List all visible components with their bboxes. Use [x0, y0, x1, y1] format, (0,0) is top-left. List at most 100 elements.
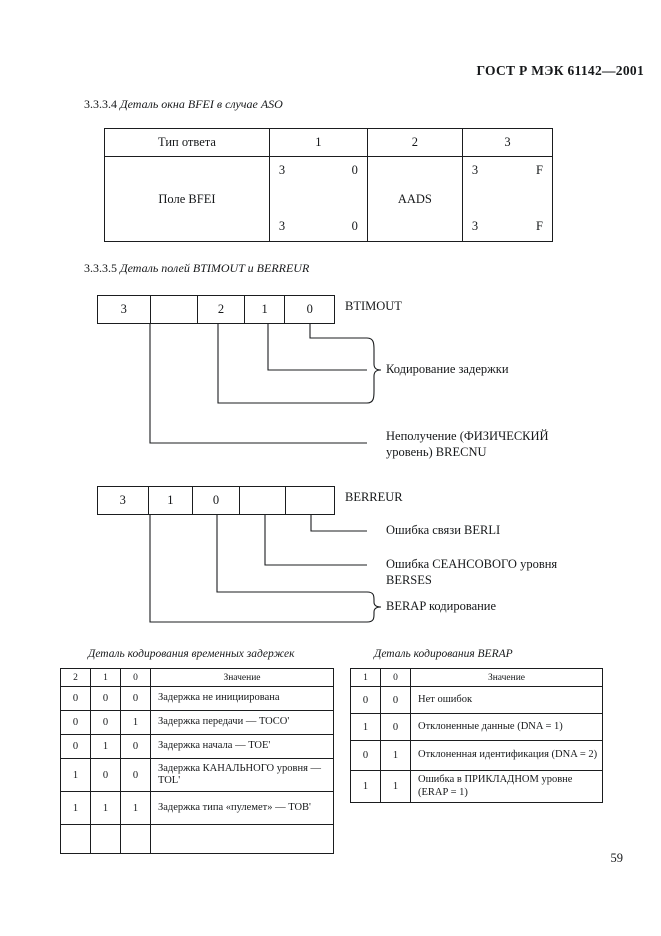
delay-row2-value: Задержка начала — TOE' [150, 734, 334, 759]
bfei-body-col3: 3 F 3 F [461, 156, 554, 242]
delay-row3-bit0: 0 [120, 758, 151, 792]
delay-spacer-value [150, 824, 334, 854]
berreur-label-berses-line1: Ошибка СЕАНСОВОГО уровня [386, 557, 558, 571]
delay-row4-value: Задержка типа «пулемет» — TOB' [150, 791, 334, 825]
delay-spacer-bit2 [60, 824, 91, 854]
section-heading-3-3-3-4: 3.3.3.4 Деталь окна BFEI в случае ASO [84, 97, 283, 112]
bfei-col3-bottom-left: 3 [471, 219, 479, 233]
delay-header-bit2: 2 [60, 668, 91, 687]
berap-row1-bit1: 1 [350, 713, 381, 741]
berap-coding-table: 1 0 Значение 0 0 Нет ошибок 1 0 Отклонен… [350, 668, 603, 803]
bfei-header-col3: 3 [461, 128, 554, 157]
btimout-label-brecnu: Неполучение (ФИЗИЧЕСКИЙ уровень) BRECNU [386, 429, 549, 460]
delay-spacer-bit0 [120, 824, 151, 854]
delay-row3-bit2: 1 [60, 758, 91, 792]
btimout-label-brecnu-line2: уровень) BRECNU [386, 444, 487, 459]
btimout-cell-0: 3 [98, 296, 151, 323]
berap-row2-value: Отклоненная идентификация (DNA = 2) [410, 740, 603, 771]
table-row: 1 1 Ошибка в ПРИКЛАДНОМ уровне (ERAP = 1… [350, 770, 603, 803]
bfei-body-col1: 3 0 3 0 [268, 156, 368, 242]
delay-row2-bit2: 0 [60, 734, 91, 759]
delay-row4-bit1: 1 [90, 791, 121, 825]
btimout-field-name: BTIMOUT [345, 299, 402, 313]
bfei-col3-top-left: 3 [471, 163, 479, 177]
berap-row3-value: Ошибка в ПРИКЛАДНОМ уровне (ERAP = 1) [410, 770, 603, 803]
table-row: 1 1 1 Задержка типа «пулемет» — TOB' [60, 791, 334, 825]
bfei-col1-bottom-right: 0 [351, 219, 358, 233]
berreur-cell-0: 3 [98, 487, 149, 514]
berreur-bit-row: 3 1 0 [97, 486, 335, 515]
table-row-spacer [60, 824, 334, 854]
berreur-cell-1: 1 [149, 487, 194, 514]
berap-row2-bit1: 0 [350, 740, 381, 771]
section-heading-3-3-3-5: 3.3.3.5 Деталь полей BTIMOUT и BERREUR [84, 261, 309, 276]
btimout-cell-3: 1 [245, 296, 286, 323]
btimout-label-delay-coding: Кодирование задержки [386, 362, 509, 376]
delay-header-value: Значение [150, 668, 334, 687]
berap-row0-value: Нет ошибок [410, 686, 603, 714]
bfei-col3-bottom-right: F [536, 219, 543, 233]
delay-row2-bit1: 1 [90, 734, 121, 759]
bfei-col1-top-right: 0 [351, 163, 358, 177]
berreur-bitfield-diagram: 3 1 0 BERREUR Ошибка связи BERLI [0, 480, 661, 640]
berreur-cell-2: 0 [193, 487, 240, 514]
bfei-col1-bottom-left: 3 [278, 219, 286, 233]
delay-coding-table: 2 1 0 Значение 0 0 0 Задержка не инициир… [60, 668, 334, 854]
btimout-cell-1 [151, 296, 199, 323]
table-row: 1 0 0 Задержка КАНАЛЬНОГО уровня — TOL' [60, 758, 334, 792]
delay-row1-bit1: 0 [90, 710, 121, 735]
delay-header-bit0: 0 [120, 668, 151, 687]
berap-header-bit1: 1 [350, 668, 381, 687]
berap-header-value: Значение [410, 668, 603, 687]
berap-row3-bit0: 1 [380, 770, 411, 803]
delay-row0-bit1: 0 [90, 686, 121, 711]
btimout-bit-row: 3 2 1 0 [97, 295, 335, 324]
delay-row1-bit0: 1 [120, 710, 151, 735]
delay-row2-bit0: 0 [120, 734, 151, 759]
berreur-field-name: BERREUR [345, 490, 403, 504]
delay-row1-value: Задержка передачи — TOCO' [150, 710, 334, 735]
delay-row0-value: Задержка не инициирована [150, 686, 334, 711]
bfei-col1-top-left: 3 [278, 163, 286, 177]
delay-row3-value: Задержка КАНАЛЬНОГО уровня — TOL' [150, 758, 334, 792]
document-standard-header: ГОСТ Р МЭК 61142—2001 [476, 63, 644, 78]
section-title: Деталь окна BFEI в случае ASO [120, 97, 283, 111]
berap-row0-bit0: 0 [380, 686, 411, 714]
delay-row0-bit2: 0 [60, 686, 91, 711]
btimout-leader-lines [149, 324, 382, 444]
bfei-header-col2: 2 [366, 128, 463, 157]
bfei-body-col2: AADS [366, 156, 463, 242]
table-header-row: 2 1 0 Значение [60, 668, 334, 687]
delay-header-bit1: 1 [90, 668, 121, 687]
delay-row1-bit2: 0 [60, 710, 91, 735]
delay-row4-bit0: 1 [120, 791, 151, 825]
berreur-label-berap: BERAP кодирование [386, 599, 497, 613]
bfei-body-label: Поле BFEI [104, 156, 270, 242]
delay-row3-bit1: 0 [90, 758, 121, 792]
btimout-cell-2: 2 [198, 296, 245, 323]
berreur-label-berses: Ошибка СЕАНСОВОГО уровня BERSES [386, 557, 557, 588]
berreur-cell-3 [240, 487, 287, 514]
table-row: 0 0 0 Задержка не инициирована [60, 686, 334, 711]
berap-header-bit0: 0 [380, 668, 411, 687]
btimout-bitfield-diagram: 3 2 1 0 BTIMOUT Кодирование задержки [0, 286, 661, 466]
berap-row3-bit1: 1 [350, 770, 381, 803]
table-row: 0 1 Отклоненная идентификация (DNA = 2) [350, 740, 603, 771]
delay-table-caption: Деталь кодирования временных задержек [88, 648, 295, 660]
berap-row1-value: Отклоненные данные (DNA = 1) [410, 713, 603, 741]
berap-row0-bit1: 0 [350, 686, 381, 714]
berap-row2-bit0: 1 [380, 740, 411, 771]
bfei-window-table: Тип ответа 1 2 3 Поле BFEI 3 0 3 0 [104, 128, 554, 242]
berreur-label-berli: Ошибка связи BERLI [386, 523, 501, 537]
delay-row4-bit2: 1 [60, 791, 91, 825]
bfei-col3-top-right: F [536, 163, 543, 177]
berap-row1-bit0: 0 [380, 713, 411, 741]
berreur-label-berses-line2: BERSES [386, 572, 432, 587]
table-row: 1 0 Отклоненные данные (DNA = 1) [350, 713, 603, 741]
table-header-row: 1 0 Значение [350, 668, 603, 687]
bfei-header-label: Тип ответа [104, 128, 270, 157]
delay-spacer-bit1 [90, 824, 121, 854]
berap-table-caption: Деталь кодирования BERAP [374, 648, 513, 660]
table-row: Тип ответа 1 2 3 [104, 128, 554, 157]
